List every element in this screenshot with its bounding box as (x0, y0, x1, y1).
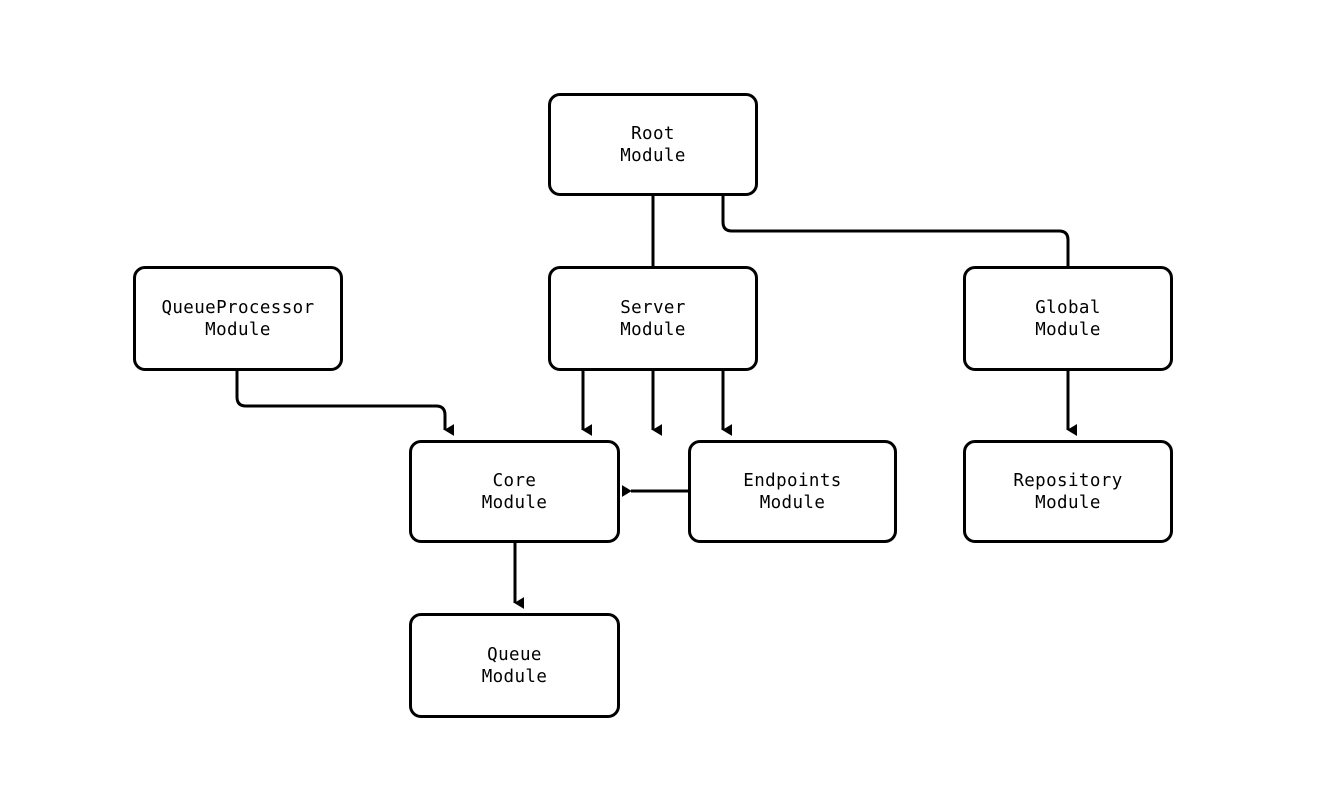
node-server-label: Server Module (620, 297, 686, 340)
node-core[interactable]: Core Module (409, 440, 620, 543)
node-root[interactable]: Root Module (548, 93, 758, 196)
node-server[interactable]: Server Module (548, 266, 758, 371)
node-root-label: Root Module (620, 123, 686, 166)
node-global[interactable]: Global Module (963, 266, 1173, 371)
node-endpoints[interactable]: Endpoints Module (688, 440, 897, 543)
node-queueprocessor[interactable]: QueueProcessor Module (133, 266, 343, 371)
node-queueprocessor-label: QueueProcessor Module (161, 297, 315, 340)
node-queue[interactable]: Queue Module (409, 613, 620, 718)
node-repository[interactable]: Repository Module (963, 440, 1173, 543)
node-endpoints-label: Endpoints Module (743, 470, 842, 513)
node-repository-label: Repository Module (1013, 470, 1123, 513)
node-queue-label: Queue Module (481, 644, 548, 687)
node-core-label: Core Module (481, 470, 548, 513)
edge-queueprocessor-to-core (235, 371, 455, 436)
node-global-label: Global Module (1035, 297, 1101, 340)
